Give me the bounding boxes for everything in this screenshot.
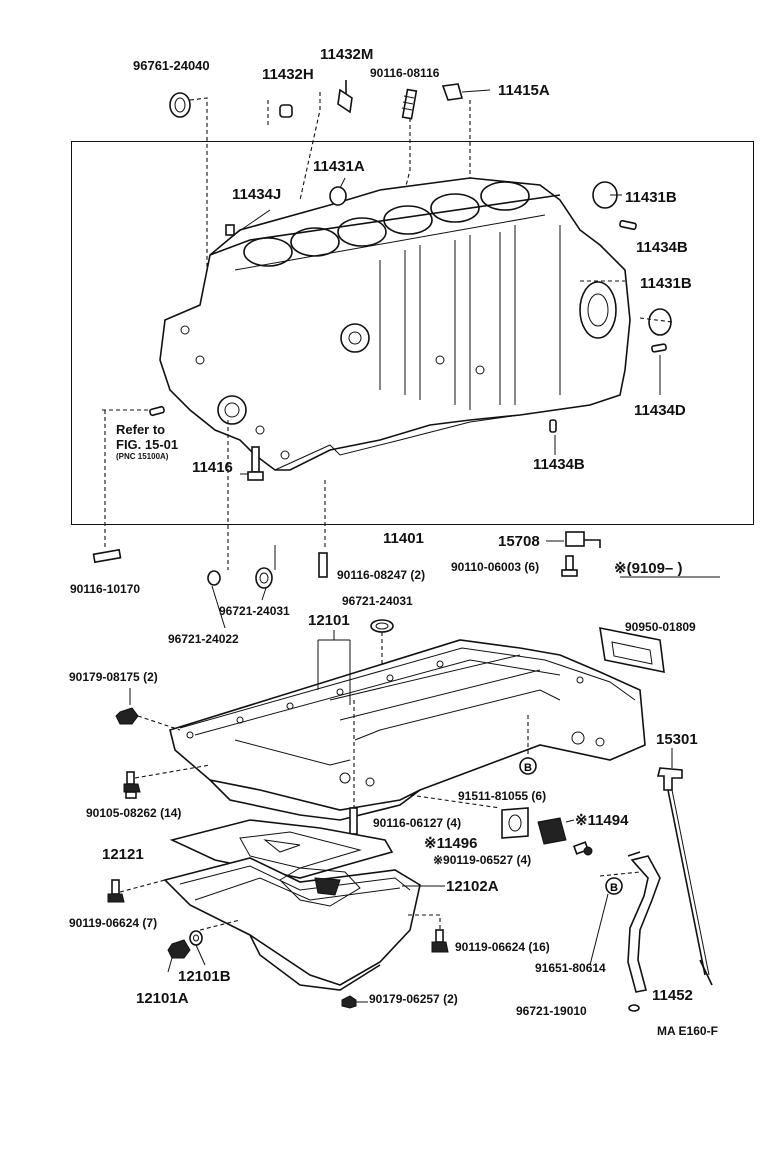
label-90950-01809: 90950-01809 (625, 620, 696, 634)
label-11401: 11401 (383, 530, 424, 547)
label-96721-24022: 96721-24022 (168, 632, 239, 646)
bolt-90119-06624-16 (431, 929, 449, 953)
label-11434B-top: 11434B (636, 239, 688, 256)
strainer-11494 (537, 817, 567, 845)
bolt-90110-06003 (561, 555, 578, 577)
stud-90116-10170 (92, 548, 122, 564)
label-11434B-low: 11434B (533, 456, 585, 473)
label-11496: ※11496 (424, 835, 478, 852)
gasket-96721-24022 (207, 570, 221, 586)
label-11431B-mid: 11431B (640, 275, 692, 292)
bolt-11416 (247, 446, 264, 481)
bolt-90119-06527 (572, 841, 593, 856)
svg-text:B: B (524, 762, 532, 774)
label-90119-06624-7: 90119-06624 (7) (69, 916, 158, 930)
stud-90116-08247 (318, 552, 328, 578)
label-11415A: 11415A (498, 82, 550, 99)
label-11432H: 11432H (262, 66, 314, 83)
seal-96761-24040 (169, 92, 191, 118)
pin-11434J (225, 224, 235, 236)
bolt-90119-06624-7 (107, 879, 125, 903)
label-11434J: 11434J (232, 186, 282, 203)
label-plate-90950-01809 (599, 626, 665, 674)
label-11432M: 11432M (320, 46, 374, 63)
label-96721-24031-a: 96721-24031 (219, 604, 290, 618)
dipstick-15301 (656, 767, 713, 986)
nut-90179-06257 (341, 995, 357, 1009)
sensor-11432M (337, 80, 353, 114)
pin-11434B-low (549, 419, 557, 433)
label-96721-19010: 96721-19010 (516, 1004, 587, 1018)
label-90116-10170: 90116-10170 (70, 582, 141, 596)
label-90179-06257: 90179-06257 (2) (369, 992, 458, 1006)
label-11434D: 11434D (634, 402, 686, 419)
pin-11434D (651, 343, 667, 353)
guide-11452 (627, 851, 661, 993)
label-90110-06003: 90110-06003 (6) (451, 560, 540, 574)
label-96761-24040: 96761-24040 (133, 58, 210, 73)
label-90116-08116: 90116-08116 (370, 66, 440, 80)
svg-text:B: B (610, 882, 618, 894)
bracket-15708 (565, 531, 601, 548)
pin-refer (149, 405, 165, 417)
gasket-11496 (501, 807, 529, 839)
label-12101B: 12101B (178, 968, 231, 985)
gasket-12101B (189, 930, 203, 946)
label-11431B-top: 11431B (625, 189, 677, 206)
cylinder-block-11401 (159, 177, 631, 471)
pnc-reference: (PNC 15100A) (116, 452, 169, 461)
refer-to-text: Refer to (116, 422, 166, 437)
label-12102A: 12102A (446, 878, 499, 895)
label-90179-08175: 90179-08175 (2) (69, 670, 158, 684)
label-11452: 11452 (652, 987, 693, 1004)
figure-reference: FIG. 15-01 (116, 437, 179, 452)
label-11416: 11416 (192, 459, 233, 476)
sensor-11415A (441, 83, 491, 101)
drawing-code: MA E160-F (657, 1024, 718, 1038)
label-90119-06527: ※90119-06527 (4) (433, 853, 532, 867)
label-90105-08262: 90105-08262 (14) (86, 806, 182, 820)
label-15708: 15708 (498, 533, 540, 550)
label-90116-06127: 90116-06127 (4) (373, 816, 462, 830)
pin-11434B-top (619, 219, 637, 231)
plug-11432H (279, 104, 293, 118)
cylinder-block-frame (71, 141, 754, 525)
label-12101A: 12101A (136, 990, 189, 1007)
label-15301: 15301 (656, 731, 698, 748)
nut-90179-08175 (115, 707, 139, 725)
label-11494: ※11494 (575, 812, 629, 829)
label-12101: 12101 (308, 612, 350, 629)
bolt-90105-08262 (123, 771, 141, 799)
drain-plug-12101A (167, 939, 191, 959)
oil-pan-12101 (169, 639, 646, 821)
label-91651-80614: 91651-80614 (535, 961, 606, 975)
label-90116-08247: 90116-08247 (2) (337, 568, 426, 582)
label-96721-24031-b: 96721-24031 (342, 594, 413, 608)
stud-90116-08116 (401, 88, 418, 120)
label-90119-06624-16: 90119-06624 (16) (455, 940, 550, 954)
oil-pan-12102A (163, 857, 421, 991)
stud-90116-06127 (349, 807, 358, 835)
label-91511-81055: 91511-81055 (6) (458, 789, 547, 803)
plug-11431A (329, 186, 347, 206)
date-note: ※(9109– ) (614, 560, 683, 577)
label-11431A: 11431A (313, 158, 365, 175)
gasket-96721-24031-a (255, 567, 273, 589)
label-12121: 12121 (102, 846, 144, 863)
